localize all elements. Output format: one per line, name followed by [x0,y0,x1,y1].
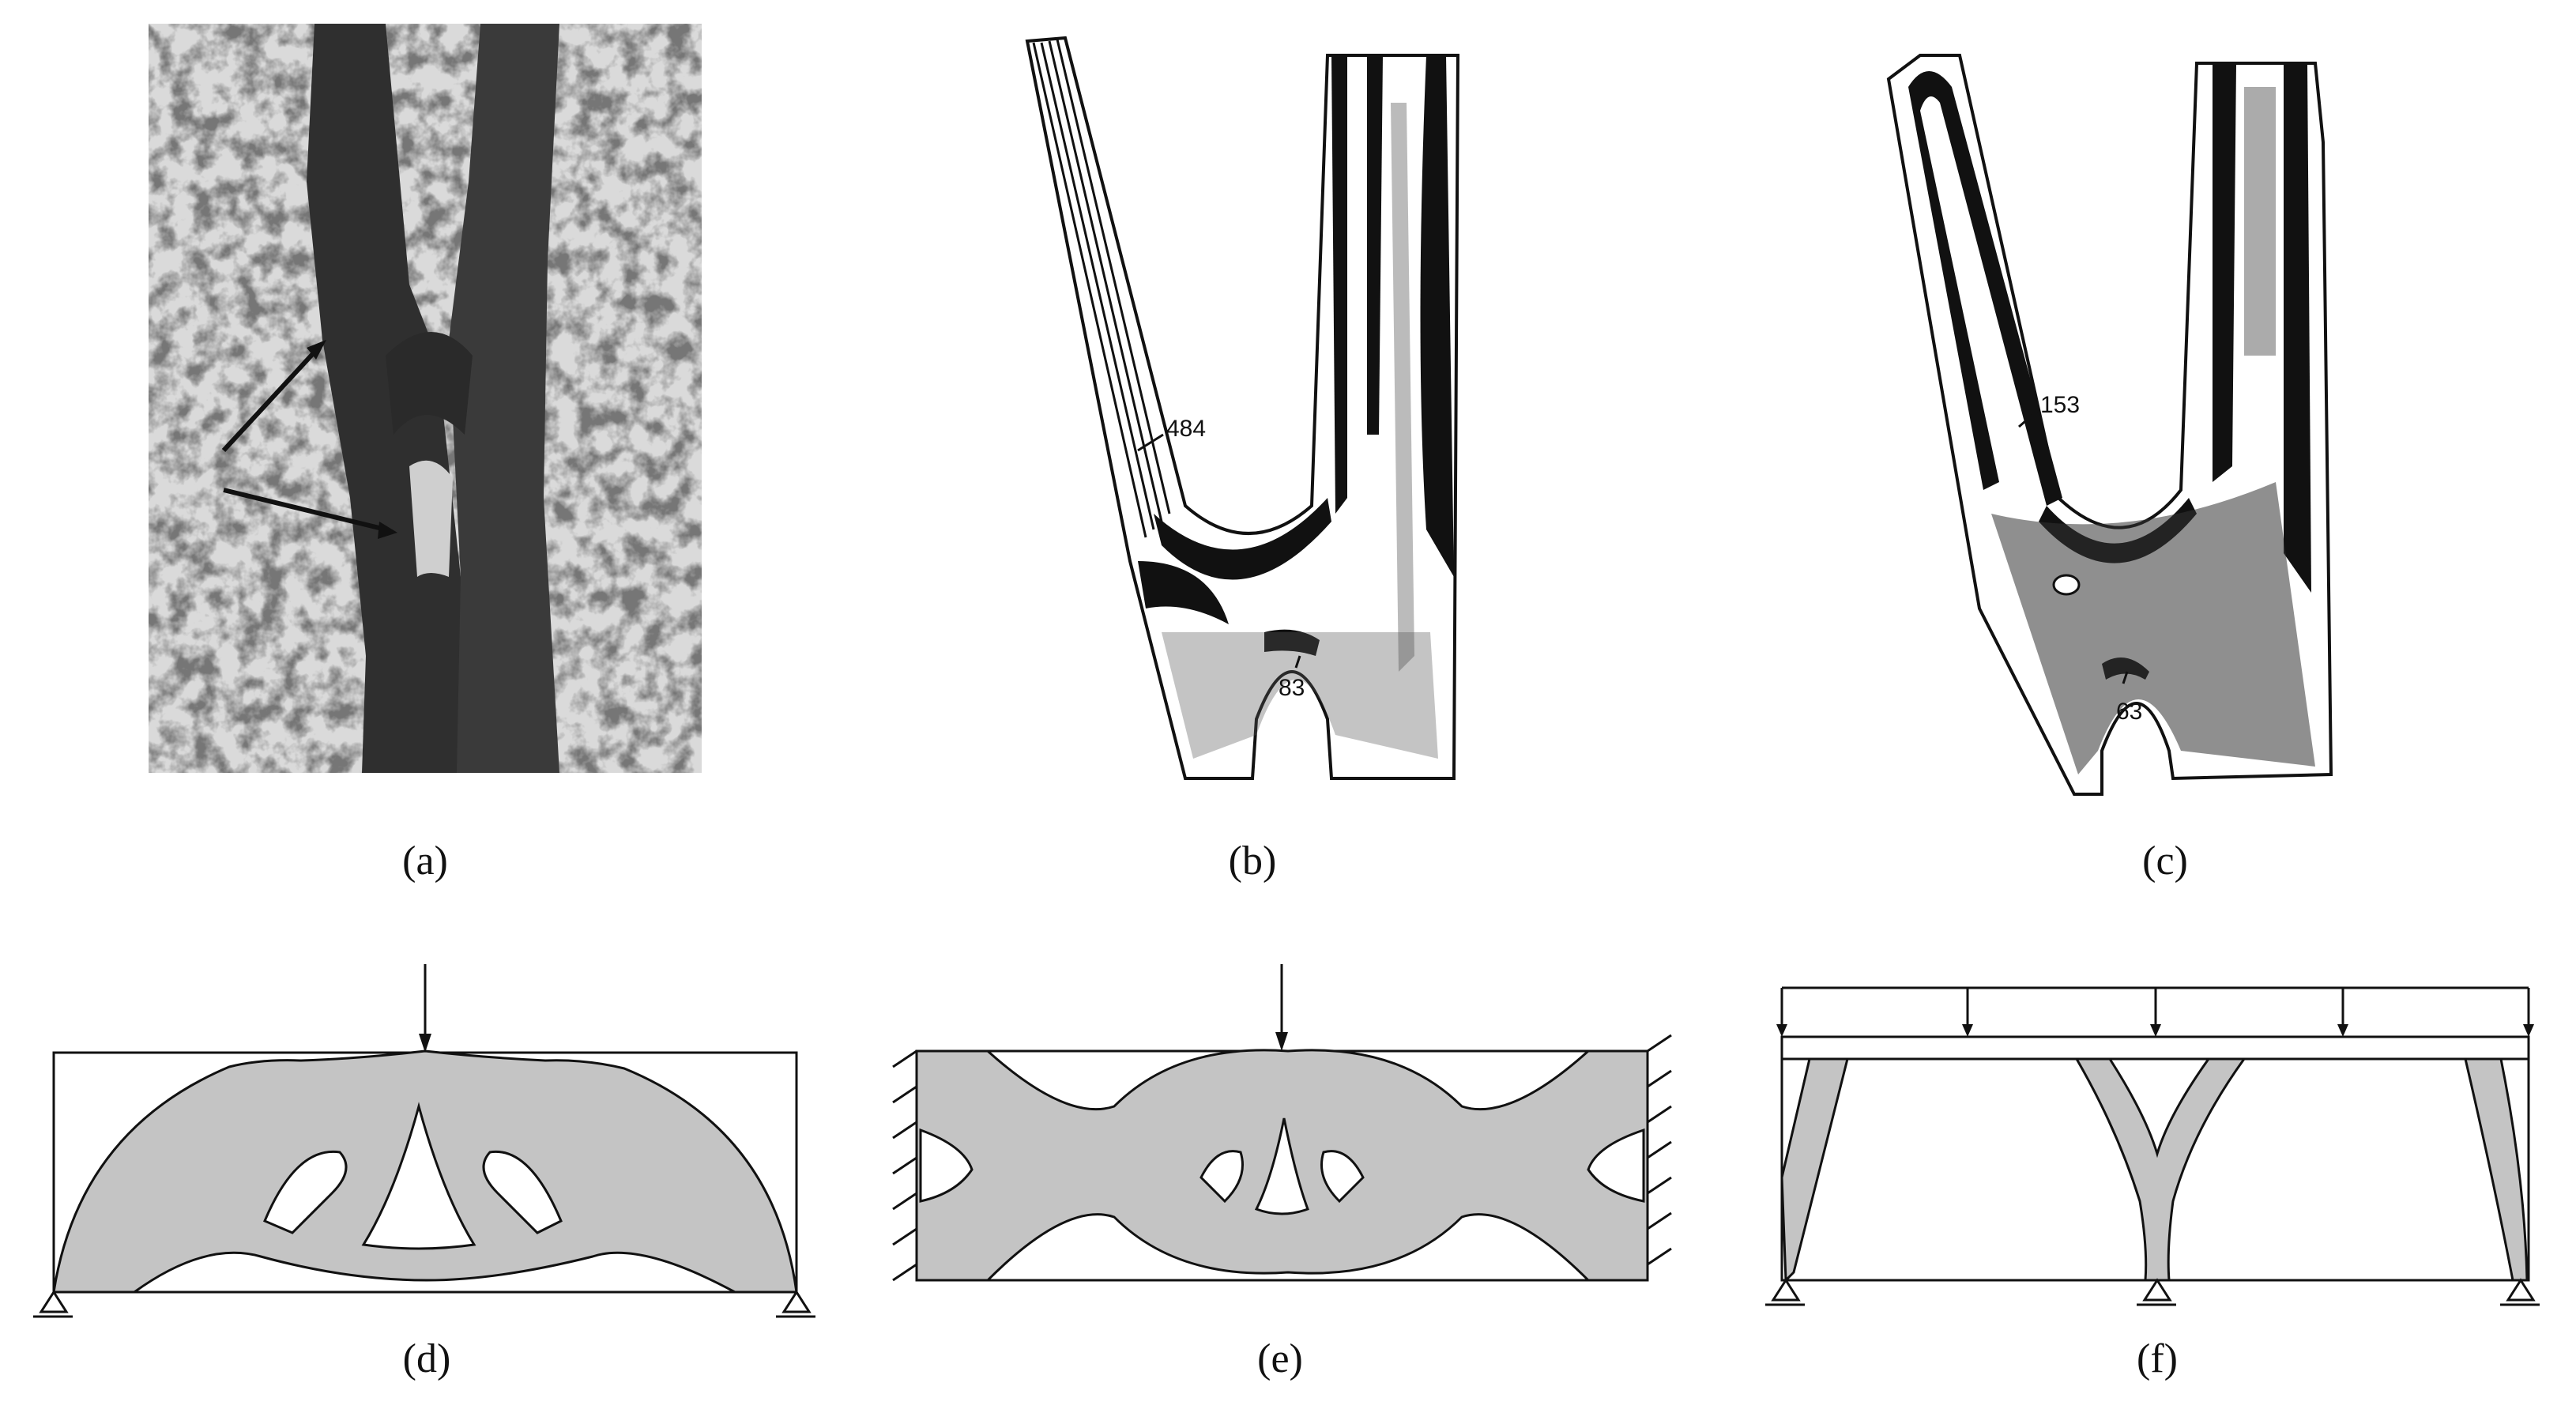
topology-f [1765,986,2540,1306]
panel-d-topology-beam: (d) [24,940,830,1381]
panel-a-tree-photo: (a) [149,24,702,884]
caption-c: (c) [2142,838,2188,884]
topology-d [33,964,815,1318]
stress-contour-c: 153 63 [1886,54,2333,796]
topology-e [892,964,1672,1282]
label-153: 153 [2040,392,2080,418]
caption-d: (d) [402,1336,451,1381]
caption-a: (a) [402,838,448,884]
label-83: 83 [1279,675,1305,701]
stress-contour-b: 484 83 [1025,36,1460,780]
caption-e: (e) [1257,1336,1303,1381]
panel-e-topology-beam: (e) [877,940,1683,1381]
tree-photo-illustration [149,24,702,773]
caption-f: (f) [2137,1336,2178,1381]
panel-c-stress-fork: 153 63 (c) [1865,40,2371,884]
label-484: 484 [1166,416,1206,442]
panel-b-stress-fork: 484 83 (b) [1025,24,1478,884]
panel-f-topology-tree: (f) [1754,940,2560,1381]
caption-b: (b) [1228,838,1277,884]
label-63: 63 [2116,699,2142,725]
